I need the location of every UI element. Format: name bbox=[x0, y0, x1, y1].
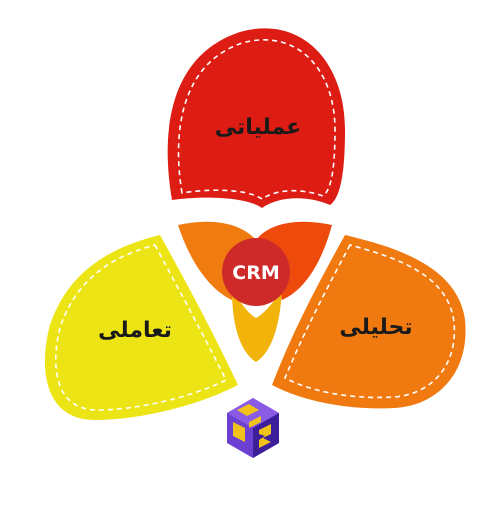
petal-operational-label: عملیاتی bbox=[215, 115, 302, 140]
petal-operational: عملیاتی bbox=[167, 28, 345, 208]
petal-operational-shape bbox=[167, 28, 345, 208]
crm-center-circle bbox=[222, 238, 290, 306]
petal-collaborative-shape bbox=[44, 235, 239, 420]
petal-collaborative-label: تعاملی bbox=[98, 318, 172, 343]
petal-collaborative: تعاملی bbox=[44, 235, 239, 420]
petal-analytical-shape bbox=[272, 235, 466, 409]
petal-collaborative-stitch bbox=[54, 244, 228, 411]
crm-center-label: CRM bbox=[232, 262, 279, 284]
petal-operational-stitch bbox=[177, 39, 336, 200]
petal-analytical-stitch bbox=[283, 244, 456, 399]
petal-analytical: تحلیلی bbox=[272, 235, 466, 409]
hexagon-cube-logo-icon bbox=[227, 398, 279, 458]
petal-analytical-label: تحلیلی bbox=[339, 315, 412, 340]
overlap-bottom-lobe bbox=[232, 290, 282, 362]
overlap-region: CRM bbox=[178, 221, 332, 362]
